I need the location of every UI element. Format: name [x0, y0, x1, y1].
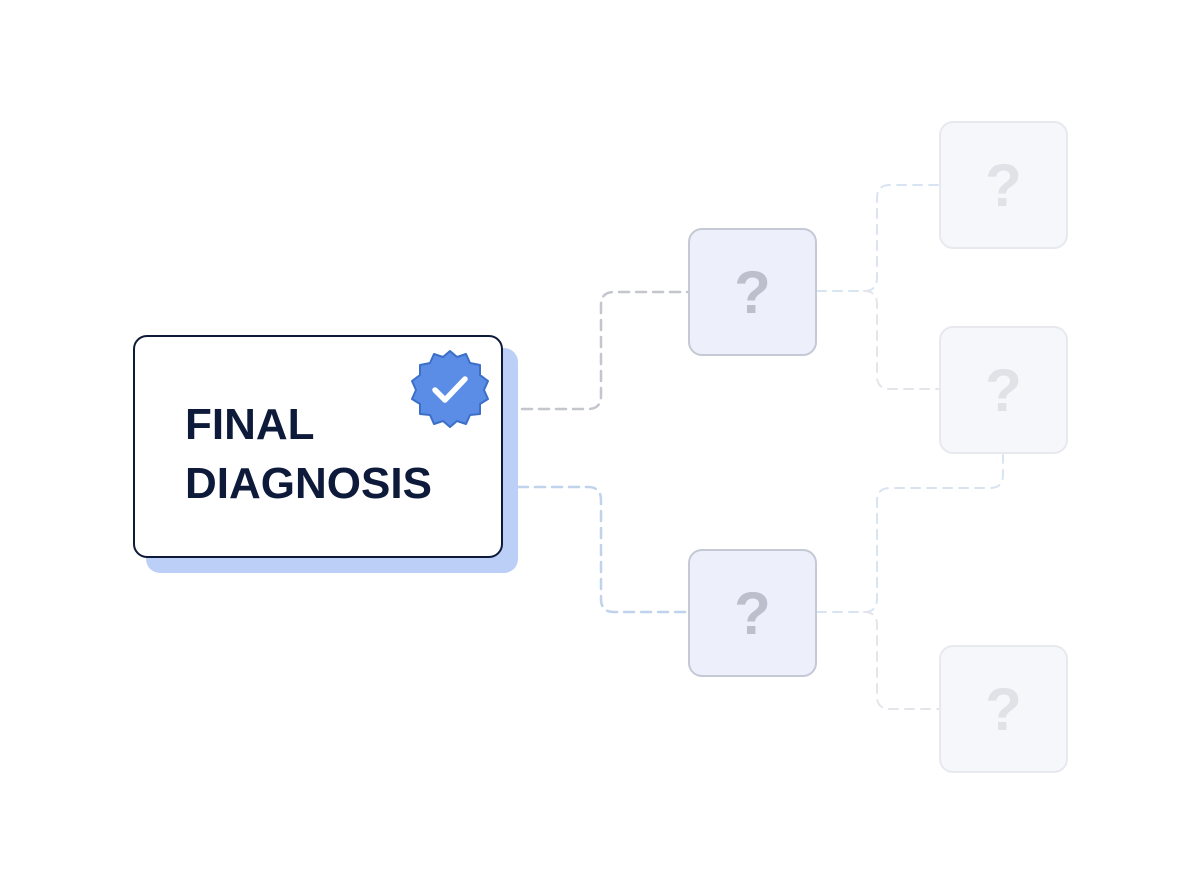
unknown-node-mid-bottom: ? [688, 549, 817, 677]
final-diagnosis-title: FINAL DIAGNOSIS [185, 400, 432, 508]
connector-mid-bottom-to-far-4 [863, 611, 941, 710]
connector-mid-top-to-far-1 [816, 184, 941, 292]
connector-mid-bottom-to-far-2 [816, 454, 1004, 613]
unknown-node-far-4: ? [939, 645, 1068, 773]
connector-final-to-mid-top [503, 290, 691, 411]
unknown-node-far-2: ? [939, 326, 1068, 454]
connector-final-to-mid-bottom [516, 485, 691, 614]
unknown-node-mid-top: ? [688, 228, 817, 356]
verified-check-badge-icon [411, 350, 489, 428]
connector-mid-top-to-far-2 [863, 290, 941, 390]
unknown-node-far-1: ? [939, 121, 1068, 249]
